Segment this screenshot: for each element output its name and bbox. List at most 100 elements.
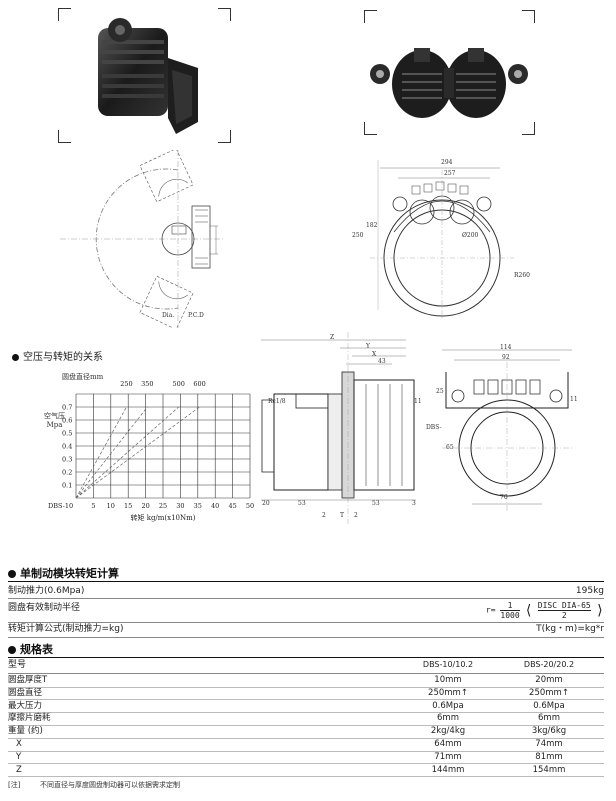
torque-calc-row: 圆盘有效制动半径 r= 1 1000 ⟨ DISC DIA-65 2 ⟩ bbox=[8, 601, 604, 621]
divider bbox=[8, 673, 604, 674]
spec-col2: 20mm bbox=[535, 675, 563, 685]
spec-row: 重量 (约) 2kg/4kg 3kg/6kg bbox=[8, 725, 604, 737]
chart-ylabel-text: 空气压 Mpa bbox=[44, 412, 65, 429]
series-line bbox=[75, 406, 148, 499]
drawing-label: 20 bbox=[262, 500, 270, 507]
torque-calc-title: 单制动模块转矩计算 bbox=[8, 565, 119, 581]
spec-col1: 71mm bbox=[434, 751, 462, 762]
spec-col1: 10mm bbox=[434, 675, 462, 685]
fraction-num: DISC DIA-65 bbox=[537, 601, 591, 611]
y-tick-label: 0.3 bbox=[62, 456, 72, 464]
disc-diameter-value: 250 bbox=[120, 380, 132, 388]
divider bbox=[8, 724, 604, 726]
series-line bbox=[75, 406, 127, 499]
drawing-label: Rc1/8 bbox=[268, 398, 286, 405]
chart-ylabel: 空气压 Mpa bbox=[44, 412, 65, 430]
crop-mark bbox=[218, 8, 231, 21]
spec-label: 摩擦片磨耗 bbox=[8, 713, 51, 724]
crop-mark bbox=[364, 122, 377, 135]
spec-label: 型号 bbox=[8, 660, 27, 670]
drawing-label: 70 bbox=[500, 494, 508, 501]
drawing-label: 114 bbox=[500, 344, 512, 351]
drawing-label: 53 bbox=[298, 500, 306, 507]
torque-calc-title-text: 单制动模块转矩计算 bbox=[20, 567, 119, 580]
spec-label: 重量 (约) bbox=[8, 726, 43, 737]
spec-label: Z bbox=[16, 764, 22, 775]
bullet-icon bbox=[8, 646, 16, 654]
drawing-label: Dia. bbox=[162, 312, 175, 319]
crop-mark bbox=[218, 130, 231, 143]
fraction-den: 1000 bbox=[500, 611, 520, 620]
y-tick-label: 0.5 bbox=[62, 430, 72, 438]
divider bbox=[8, 737, 604, 739]
fraction-num: 1 bbox=[500, 601, 520, 611]
brake-side-section-drawing bbox=[261, 332, 416, 524]
divider bbox=[8, 598, 604, 599]
fraction: DISC DIA-65 2 bbox=[537, 601, 591, 620]
divider bbox=[8, 776, 604, 778]
x-tick-label: 35 bbox=[194, 502, 202, 510]
crop-mark bbox=[58, 130, 71, 143]
row-label: 转矩计算公式(制动推力=kg) bbox=[8, 624, 124, 634]
spec-label: X bbox=[16, 739, 22, 749]
crop-mark bbox=[522, 10, 535, 23]
x-tick-label: DBS-10 bbox=[48, 502, 73, 510]
disc-diameter-label: 圆盘直径mm bbox=[62, 373, 104, 381]
drawing-label: Z bbox=[330, 334, 335, 341]
x-tick-label: 20 bbox=[141, 502, 149, 510]
y-tick-label: 0.1 bbox=[62, 482, 72, 490]
drawing-label: X bbox=[372, 351, 377, 358]
bullet-icon bbox=[12, 353, 19, 361]
drawing-label: 3 bbox=[412, 500, 416, 507]
torque-chart-title-text: 空压与转矩的关系 bbox=[23, 352, 103, 363]
divider bbox=[8, 637, 604, 638]
note-tag: [注] bbox=[8, 781, 21, 789]
spec-table-title: 规格表 bbox=[8, 641, 53, 657]
row-value: 195kg bbox=[575, 586, 604, 596]
disc-brake-layout-drawing bbox=[60, 150, 225, 328]
drawing-label: 53 bbox=[372, 500, 380, 507]
drawing-label: R260 bbox=[514, 272, 530, 279]
spec-col2: 3kg/6kg bbox=[531, 726, 567, 737]
spec-col1: 6mm bbox=[437, 713, 459, 724]
divider bbox=[8, 686, 604, 688]
spec-table-title-text: 规格表 bbox=[20, 643, 53, 656]
spec-col1: 250mm↑ bbox=[428, 687, 468, 698]
divider bbox=[8, 712, 604, 714]
spec-col1: DBS-10/10.2 bbox=[422, 660, 474, 669]
product-photo-double-brake bbox=[370, 48, 528, 118]
spec-row: 摩擦片磨耗 6mm 6mm bbox=[8, 712, 604, 724]
spec-col2: DBS-20/20.2 bbox=[523, 660, 575, 669]
disc-diameter-value: 600 bbox=[193, 380, 205, 388]
drawing-label: 182 bbox=[366, 222, 378, 229]
divider bbox=[8, 622, 604, 623]
divider bbox=[8, 750, 604, 752]
spec-col2: 6mm bbox=[538, 713, 560, 724]
y-tick-label: 0.4 bbox=[62, 443, 72, 451]
x-tick-label: 40 bbox=[211, 502, 219, 510]
spec-header-row: 型号 DBS-10/10.2 DBS-20/20.2 bbox=[8, 658, 604, 672]
spec-col1: 2kg/4kg bbox=[430, 726, 466, 737]
torque-calc-row: 制动推力(0.6Mpa) 195kg bbox=[8, 584, 604, 598]
x-tick-label: 45 bbox=[228, 502, 236, 510]
drawing-label: 2 bbox=[354, 512, 358, 519]
torque-chart-title: 空压与转矩的关系 bbox=[12, 348, 103, 363]
drawing-label: 25 bbox=[436, 388, 444, 395]
formula-radius: r= 1 1000 ⟨ DISC DIA-65 2 ⟩ bbox=[486, 601, 604, 620]
spec-col1: 144mm bbox=[431, 764, 465, 775]
brake-front-drawing bbox=[442, 349, 572, 512]
drawing-label: Ø200 bbox=[462, 232, 479, 239]
fraction-den: 2 bbox=[561, 611, 567, 620]
row-label: 制动推力(0.6Mpa) bbox=[8, 586, 85, 596]
spec-col2: 250mm↑ bbox=[529, 687, 569, 698]
spec-col2: 81mm bbox=[535, 751, 563, 762]
divider bbox=[8, 657, 604, 658]
x-tick-label: 25 bbox=[159, 502, 167, 510]
double-brake-front-drawing bbox=[370, 160, 514, 320]
crop-mark bbox=[364, 10, 377, 23]
spec-col2: 74mm bbox=[535, 739, 563, 749]
